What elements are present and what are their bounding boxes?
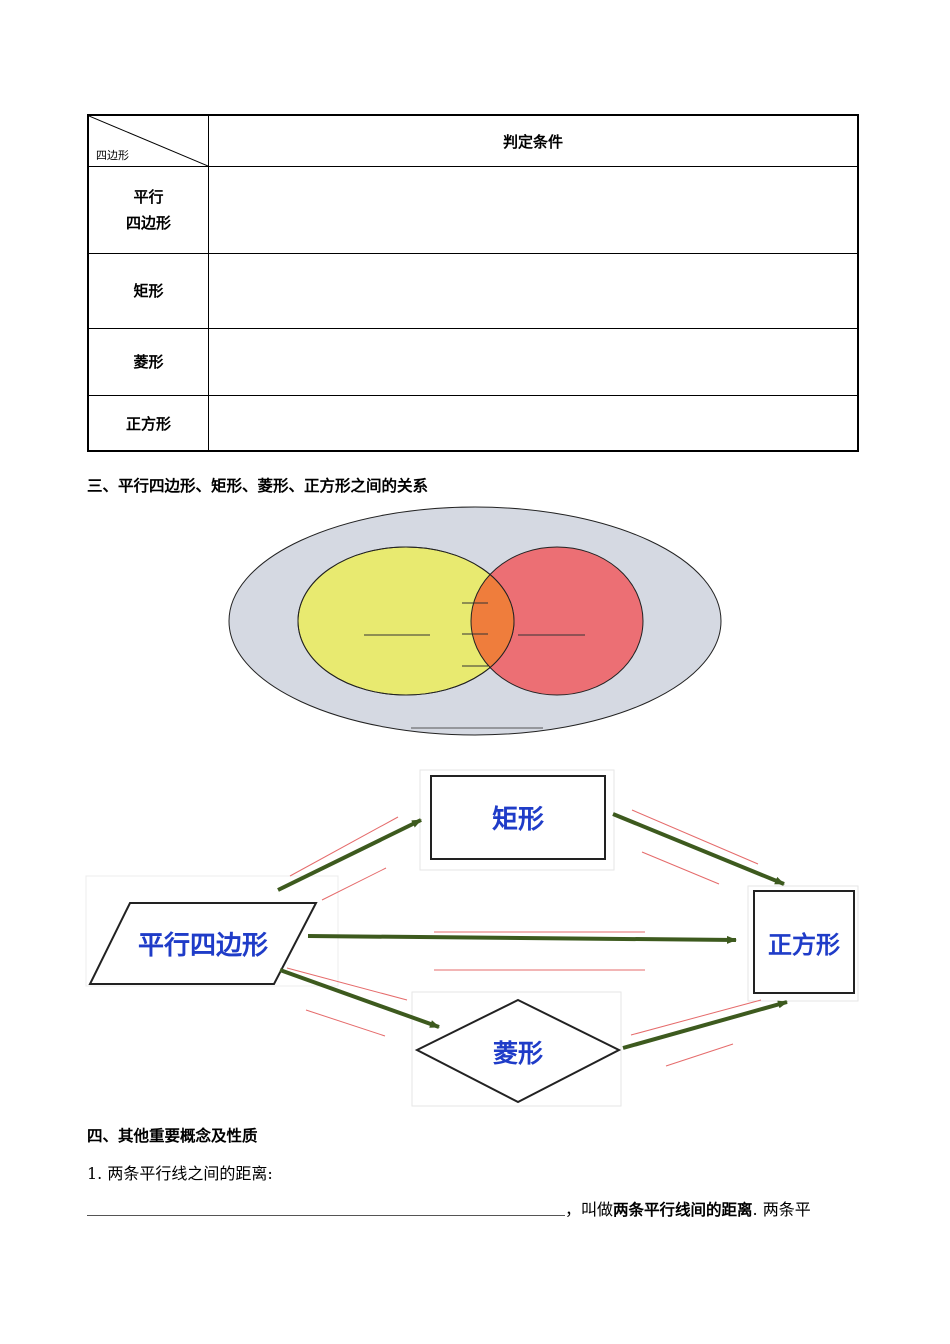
square-image-frame — [747, 885, 859, 1002]
item1-bold-term: 两条平行线间的距离 — [613, 1201, 753, 1219]
rhombus-node-label: 菱形 — [493, 1039, 543, 1068]
relationship-flow-diagram: 矩形 平行四边形 菱形 正方形 — [85, 769, 859, 1107]
blank-para-rhombus-lower[interactable] — [305, 1009, 386, 1037]
row-content-square[interactable] — [209, 396, 857, 452]
rectangle-node-label: 矩形 — [492, 805, 544, 835]
section4-heading: 四、其他重要概念及性质 — [87, 1127, 258, 1145]
table-corner-cell: 四边形 — [89, 116, 208, 166]
item1-answer-blank[interactable] — [87, 1215, 565, 1216]
row-label-rhombus: 菱形 — [133, 353, 164, 371]
blank-rhombus-square-lower[interactable] — [665, 1043, 734, 1067]
row-label-rectangle: 矩形 — [133, 282, 164, 300]
item1-tail-text: . 两条平 — [752, 1200, 811, 1219]
arrow-parallelogram-to-rectangle — [277, 818, 422, 892]
table-row-divider — [89, 253, 857, 254]
rhombus-node-shape — [414, 998, 622, 1104]
blank-rect-square-upper[interactable] — [631, 809, 759, 865]
rectangle-node-box — [430, 775, 606, 860]
criteria-table: 四边形 判定条件 平行 四边形 矩形 菱形 正方形 — [87, 114, 859, 452]
square-node-box — [753, 890, 855, 994]
table-header-criteria: 判定条件 — [502, 132, 563, 151]
row-content-parallelogram[interactable] — [209, 167, 857, 253]
row-content-rhombus[interactable] — [209, 329, 857, 395]
blank-para-rect-lower[interactable] — [321, 867, 387, 901]
row-label-parallelogram: 平行 四边形 — [125, 188, 171, 232]
blank-rhombus-square-upper[interactable] — [630, 999, 762, 1036]
square-node-label: 正方形 — [768, 931, 840, 959]
item1-comma-text: ，叫做 — [565, 1200, 614, 1219]
blank-para-rect-upper[interactable] — [289, 816, 399, 877]
table-row-divider — [89, 328, 857, 329]
diagonal-divider — [89, 116, 208, 166]
item1-sentence: ，叫做两条平行线间的距离. 两条平 — [565, 1196, 811, 1220]
rhombus-image-frame — [411, 991, 622, 1107]
row-content-rectangle[interactable] — [209, 254, 857, 328]
section3-heading: 三、平行四边形、矩形、菱形、正方形之间的关系 — [87, 477, 429, 495]
arrow-parallelogram-to-square — [307, 934, 737, 944]
venn-rectangle-outline — [297, 546, 515, 696]
blank-para-rhombus-upper[interactable] — [286, 967, 408, 1001]
parallelogram-node-shape — [88, 902, 318, 985]
table-row-divider — [89, 395, 857, 396]
item1-title: 1. 两条平行线之间的距离: — [87, 1164, 273, 1183]
blank-rect-square-lower[interactable] — [641, 851, 720, 885]
venn-square-overlap — [470, 547, 514, 695]
corner-label: 四边形 — [96, 149, 129, 162]
table-row-divider — [89, 166, 857, 167]
arrow-parallelogram-to-rhombus — [279, 968, 440, 1029]
parallelogram-node-label: 平行四边形 — [138, 930, 268, 961]
venn-diagram — [228, 506, 722, 736]
parallelogram-image-frame — [85, 875, 339, 987]
row-label-square: 正方形 — [125, 415, 171, 433]
table-column-divider — [208, 116, 209, 450]
arrow-rectangle-to-square — [612, 812, 785, 886]
arrow-rhombus-to-square — [622, 1000, 788, 1050]
